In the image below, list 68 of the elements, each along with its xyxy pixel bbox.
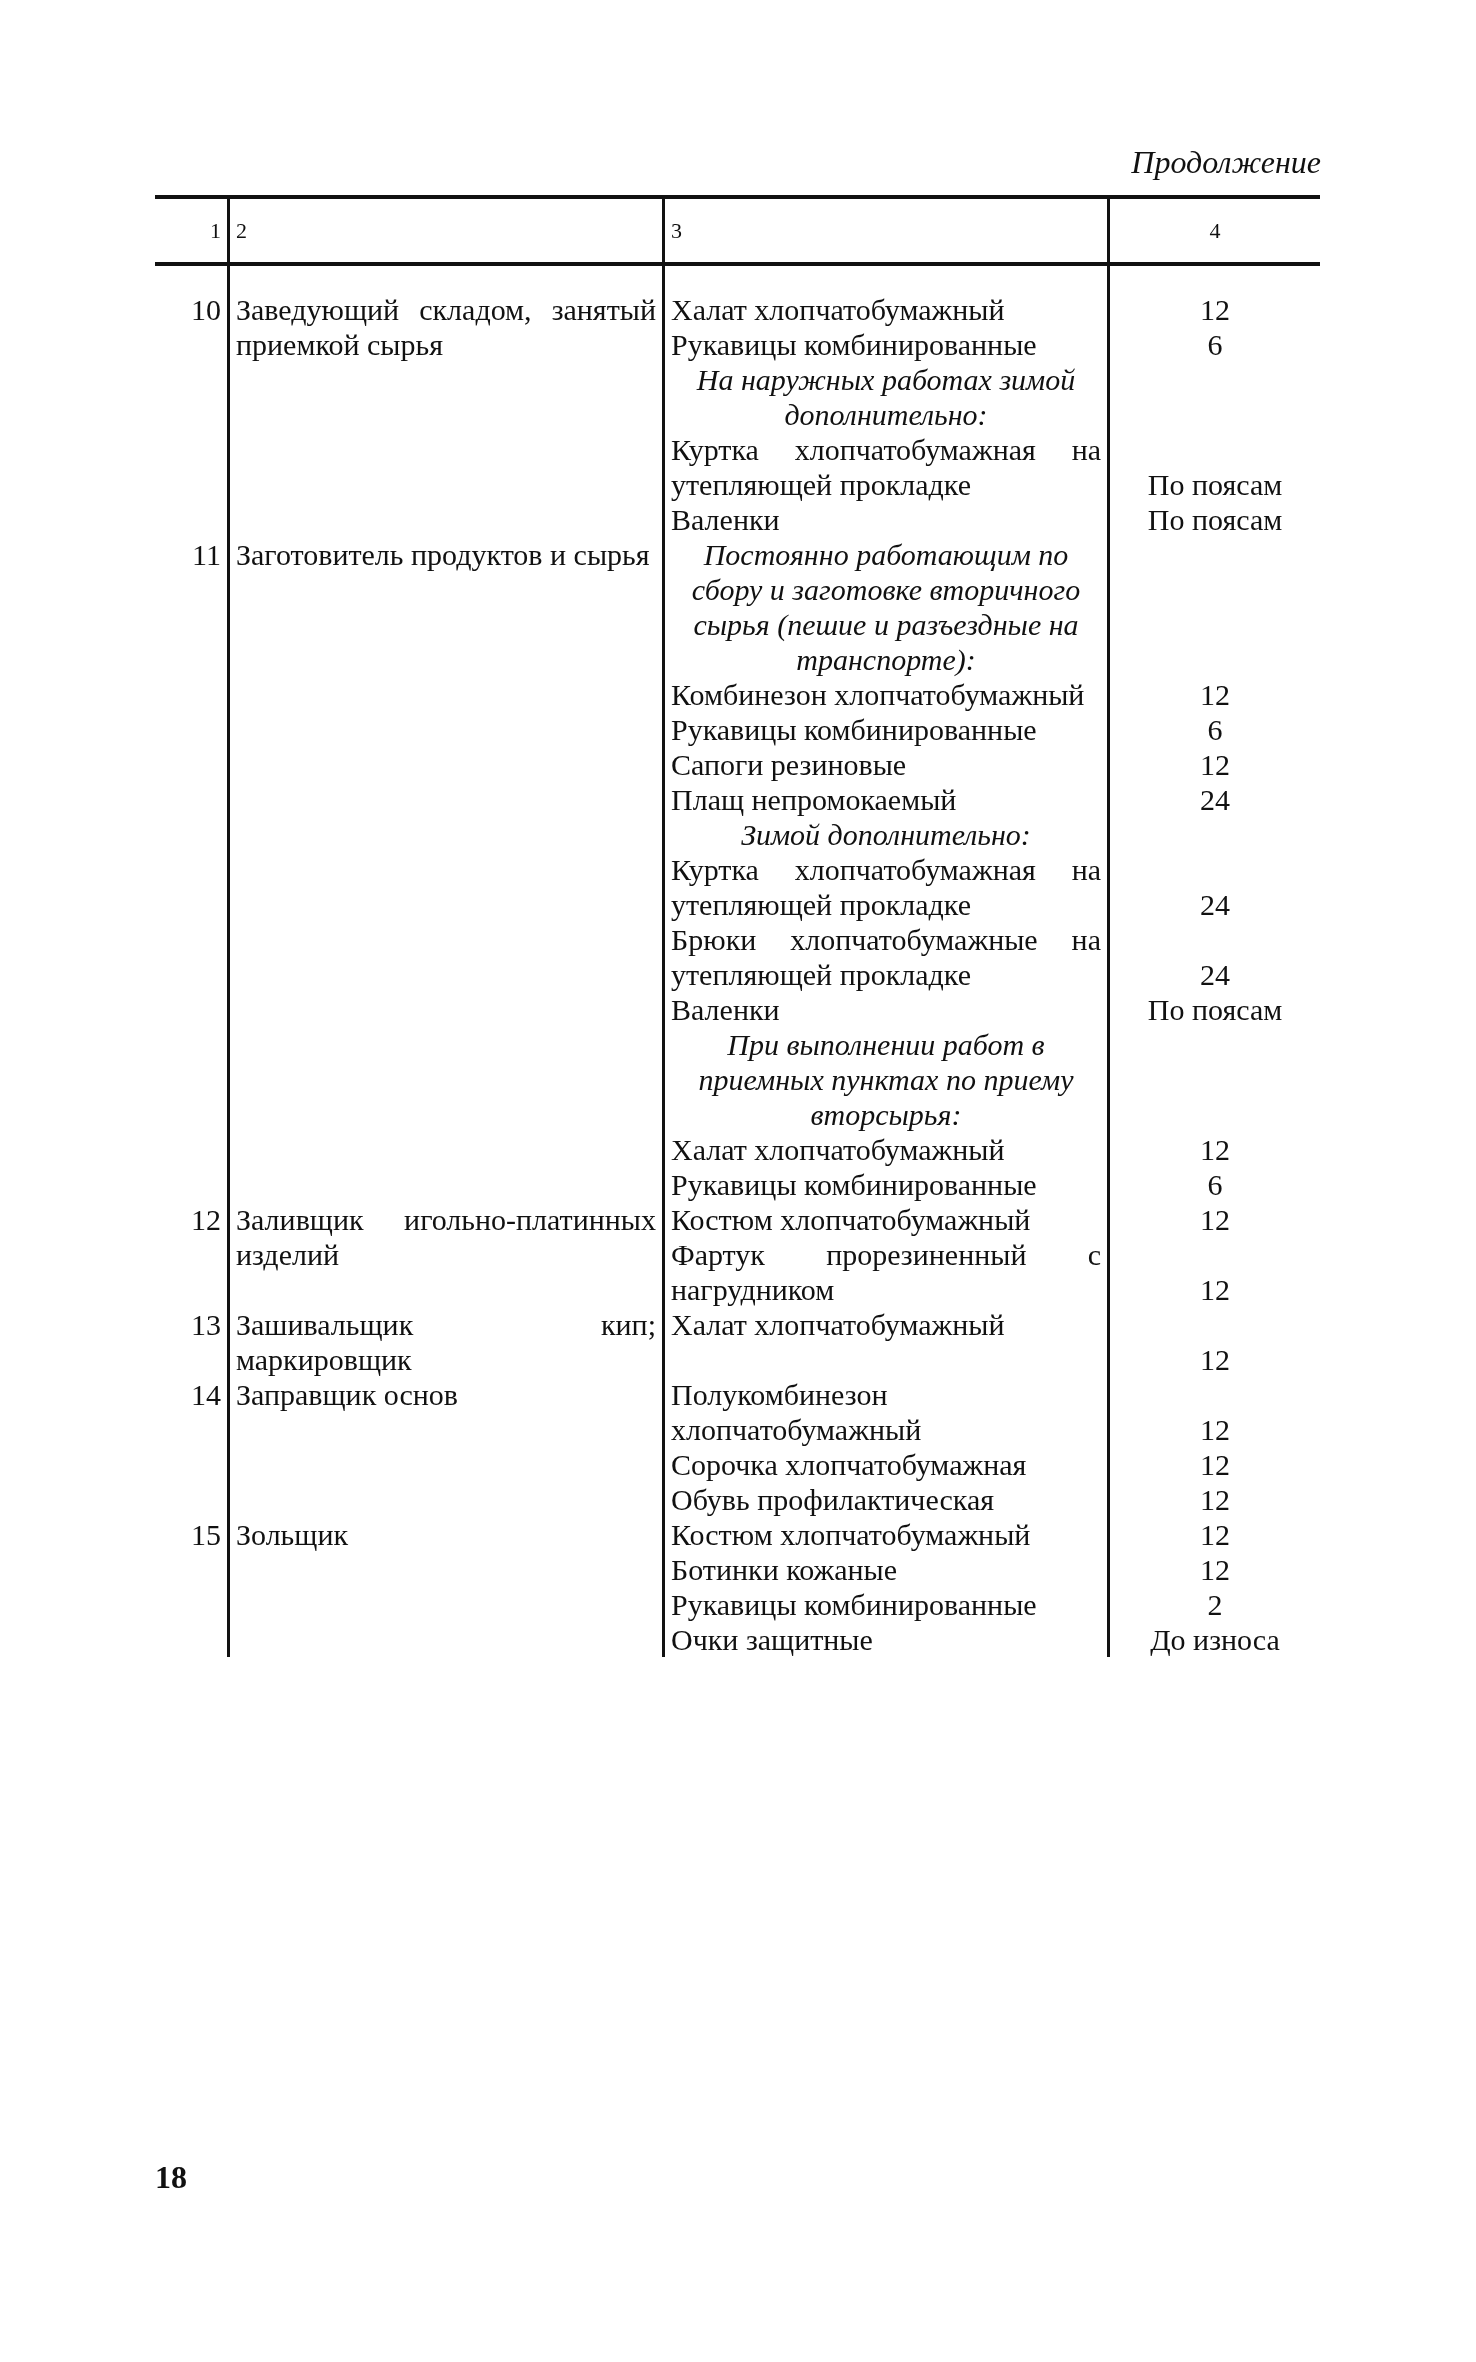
wear-period: До износа — [1150, 1623, 1280, 1656]
clothing-item: Куртка хлопчатобумажная на утепляющей прокладке — [671, 433, 1101, 501]
clothing-item: Обувь профилактическая — [671, 1483, 994, 1516]
job-title: Зольщик — [236, 1518, 349, 1551]
wear-period: По поясам — [1147, 503, 1283, 536]
wear-period: 12 — [1200, 1448, 1230, 1481]
row-number: 15 — [191, 1518, 221, 1551]
clothing-item: Фартук прорезиненный с нагрудником — [671, 1238, 1101, 1306]
row-number: 11 — [192, 538, 221, 571]
section-note: На наружных работах зимой дополнительно: — [696, 363, 1076, 431]
wear-period: 6 — [1207, 713, 1223, 746]
clothing-item: Комбинезон хлопчатобумажный — [671, 678, 1085, 711]
section-note: Постоянно работающим по сбору и заготовке вторичного сырья (пешие и разъездные на транспорте): — [691, 538, 1081, 676]
column-number: 4 — [1209, 218, 1221, 243]
wear-period: 12 — [1200, 1518, 1230, 1551]
wear-period: 2 — [1207, 1588, 1223, 1621]
clothing-item: Рукавицы комбинированные — [671, 713, 1037, 746]
section-note: При выполнении работ в приемных пунктах по приему вторсырья: — [698, 1028, 1074, 1131]
clothing-item: Валенки — [671, 503, 780, 536]
clothing-item: Сапоги резиновые — [671, 748, 907, 781]
wear-period: 24 — [1200, 958, 1230, 991]
job-title: Заготовитель продуктов и сырья — [236, 538, 650, 571]
clothing-item: Рукавицы комбинированные — [671, 1168, 1037, 1201]
column-number: 2 — [236, 218, 247, 243]
clothing-item: Брюки хлопчатобумажные на утепляющей прокладке — [671, 923, 1101, 991]
wear-period: 6 — [1207, 328, 1223, 361]
wear-period: 24 — [1200, 783, 1230, 816]
wear-period: По поясам — [1147, 468, 1283, 501]
continuation-label: Продолжение — [1131, 145, 1321, 180]
wear-period: 6 — [1207, 1168, 1223, 1201]
wear-period: 12 — [1200, 1343, 1230, 1376]
section-note: Зимой дополнительно: — [741, 818, 1031, 851]
wear-period: По поясам — [1147, 993, 1283, 1026]
job-title: Заправщик основ — [236, 1378, 458, 1411]
clothing-item: Костюм хлопчатобумажный — [671, 1518, 1031, 1551]
clothing-item: Рукавицы комбинированные — [671, 328, 1037, 361]
column-number: 1 — [210, 218, 221, 243]
clothing-item: Полукомбинезон хлопчатобумажный — [671, 1378, 922, 1446]
row-number: 13 — [191, 1308, 221, 1341]
clothing-item: Костюм хлопчатобумажный — [671, 1203, 1031, 1236]
wear-period: 12 — [1200, 1413, 1230, 1446]
wear-period: 12 — [1200, 1133, 1230, 1166]
wear-period: 12 — [1200, 1203, 1230, 1236]
column-number: 3 — [671, 218, 682, 243]
wear-period: 12 — [1200, 748, 1230, 781]
clothing-item: Плащ непромокаемый — [671, 783, 957, 816]
wear-period: 12 — [1200, 678, 1230, 711]
row-number: 10 — [191, 293, 221, 326]
clothing-item: Халат хлопчатобумажный — [671, 1308, 1005, 1341]
clothing-item: Валенки — [671, 993, 780, 1026]
wear-period: 24 — [1200, 888, 1230, 921]
clothing-item: Халат хлопчатобумажный — [671, 1133, 1005, 1166]
wear-period: 12 — [1200, 1553, 1230, 1586]
job-title: Заведующий складом, занятый приемкой сырья — [236, 293, 656, 361]
wear-period: 12 — [1200, 293, 1230, 326]
job-title: Заливщик игольно-платинных изделий — [236, 1203, 656, 1271]
clothing-item: Халат хлопчатобумажный — [671, 293, 1005, 326]
clothing-item: Ботинки кожаные — [671, 1553, 898, 1586]
page-number: 18 — [155, 2160, 187, 2195]
job-title: Зашивальщик кип; маркировщик — [236, 1308, 656, 1376]
clothing-item: Сорочка хлопчатобумажная — [671, 1448, 1027, 1481]
clothing-item: Куртка хлопчатобумажная на утепляющей прокладке — [671, 853, 1101, 921]
row-number: 14 — [191, 1378, 221, 1411]
wear-period: 12 — [1200, 1273, 1230, 1306]
row-number: 12 — [191, 1203, 221, 1236]
clothing-item: Рукавицы комбинированные — [671, 1588, 1037, 1621]
clothing-item: Очки защитные — [671, 1623, 873, 1656]
wear-period: 12 — [1200, 1483, 1230, 1516]
